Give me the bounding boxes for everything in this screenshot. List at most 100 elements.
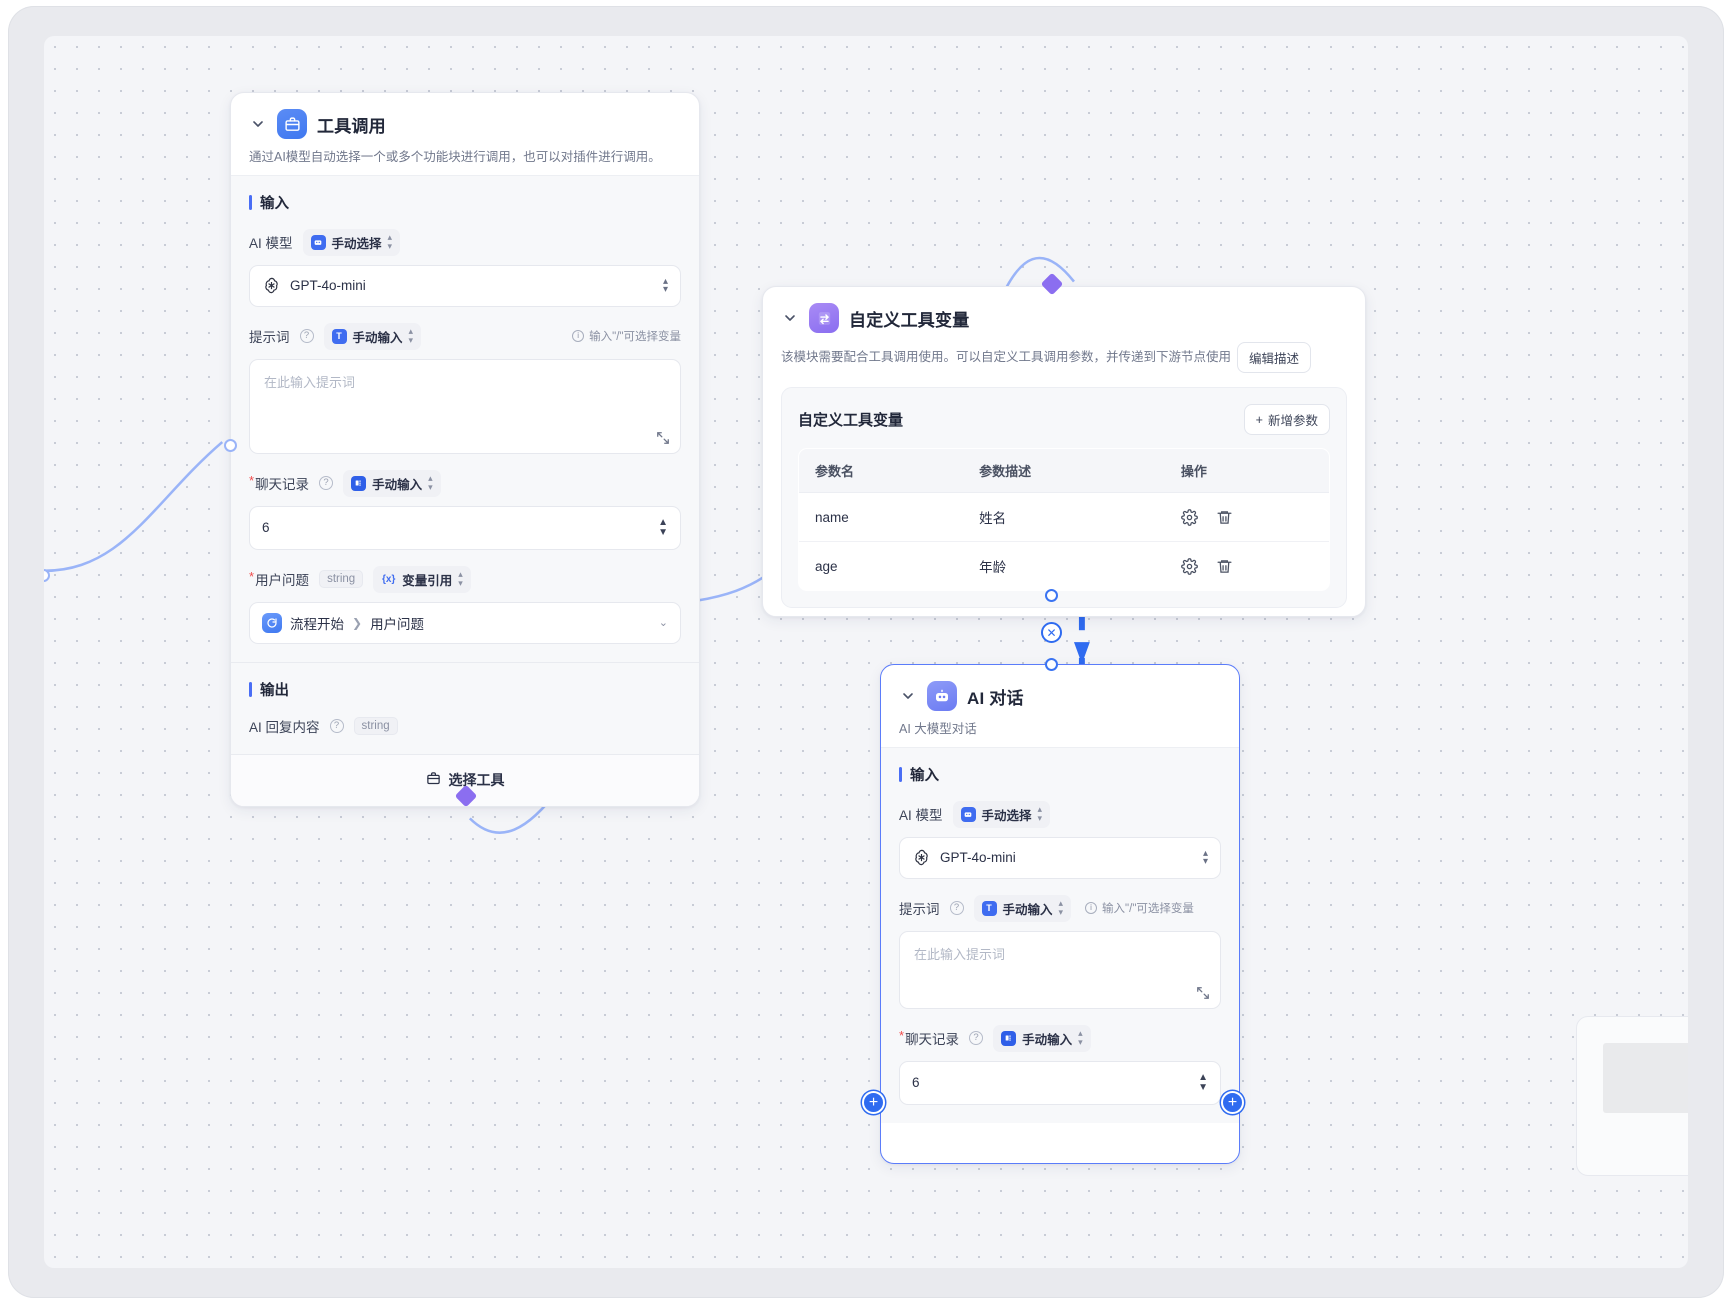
trash-icon[interactable] xyxy=(1216,558,1233,575)
stepper-arrows[interactable]: ▲ ▼ xyxy=(658,516,668,538)
prompt-mode-value: 手动输入 xyxy=(1002,902,1053,917)
expand-icon[interactable] xyxy=(1196,986,1210,1000)
help-icon[interactable]: ? xyxy=(329,718,344,733)
side-panel-collapsed[interactable] xyxy=(1576,1016,1688,1176)
output-field-type: string xyxy=(353,716,398,735)
stepper-up-icon[interactable]: ▲ xyxy=(658,516,668,528)
chevron-down-icon[interactable]: ⌄ xyxy=(658,617,668,630)
chevron-updown-icon[interactable]: ▴▾ xyxy=(662,275,668,295)
edit-description-button[interactable]: 编辑描述 xyxy=(1237,342,1312,373)
param-desc-cell: 姓名 xyxy=(963,492,1165,542)
prompt-textarea[interactable]: 在此输入提示词 xyxy=(899,930,1221,1009)
briefcase-small-icon xyxy=(426,771,441,789)
user-question-reference-select[interactable]: 流程开始 ❯ 用户问题 ⌄ xyxy=(249,601,681,644)
add-node-left-handle[interactable]: + xyxy=(862,1091,885,1114)
robot-mini-icon xyxy=(310,234,326,250)
gear-icon[interactable] xyxy=(1181,508,1198,526)
add-parameter-label: 新增参数 xyxy=(1267,414,1318,428)
collapse-chevron-icon[interactable] xyxy=(899,687,917,705)
table-row[interactable]: name 姓名 xyxy=(799,492,1329,542)
window-frame: 工具调用 通过AI模型自动选择一个或多个功能块进行调用，也可以对插件进行调用。 … xyxy=(8,6,1724,1298)
node-output-port-tool-variables[interactable] xyxy=(1045,589,1058,602)
chevron-updown-icon: ▴▾ xyxy=(428,473,433,493)
chat-record-stepper[interactable]: 6 ▲ ▼ xyxy=(249,505,681,550)
help-icon[interactable]: ? xyxy=(319,476,334,491)
ai-model-mode-value: 手动选择 xyxy=(331,236,382,251)
add-node-right-handle[interactable]: + xyxy=(1221,1091,1244,1114)
chat-record-mode-select[interactable]: 手动输入 ▴▾ xyxy=(993,1024,1091,1052)
param-actions-cell xyxy=(1165,542,1329,591)
user-question-mode-value: 变量引用 xyxy=(402,573,453,588)
delete-connection-button[interactable]: ✕ xyxy=(1041,622,1062,643)
node-title: AI 对话 xyxy=(967,688,1024,708)
node-title: 工具调用 xyxy=(317,116,386,136)
input-section: 输入 AI 模型 手动选择 ▴▾ xyxy=(881,746,1239,1123)
node-input-port-ai-chat[interactable] xyxy=(1045,658,1058,671)
collapse-chevron-icon[interactable] xyxy=(249,115,267,133)
output-section: 输出 AI 回复内容 ? string xyxy=(231,661,699,754)
ai-model-value: GPT-4o-mini xyxy=(290,278,366,294)
trash-icon[interactable] xyxy=(1216,509,1233,526)
field-chat-record: 聊天记录 ? 手动输入 ▴▾ 6 ▲ xyxy=(899,1024,1221,1105)
help-icon[interactable]: ? xyxy=(949,901,964,916)
add-parameter-button[interactable]: + 新增参数 xyxy=(1243,404,1330,435)
ai-model-mode-select[interactable]: 手动选择 ▴▾ xyxy=(952,800,1051,828)
prompt-hint-text: 输入"/"可选择变量 xyxy=(589,331,681,344)
table-row[interactable]: age 年龄 xyxy=(799,542,1329,591)
prompt-textarea[interactable]: 在此输入提示词 xyxy=(249,358,681,454)
node-description-text: 该模块需要配合工具调用使用。可以自定义工具调用参数，并传递到下游节点使用 xyxy=(781,350,1232,365)
output-section-title: 输出 xyxy=(249,679,681,700)
node-description: 通过AI模型自动选择一个或多个功能块进行调用，也可以对插件进行调用。 xyxy=(249,150,661,164)
chevron-updown-icon: ▴▾ xyxy=(1078,1028,1083,1048)
prompt-mode-select[interactable]: T 手动输入 ▴▾ xyxy=(323,322,422,350)
help-icon[interactable]: ? xyxy=(299,329,314,344)
node-header: AI 对话 AI 大模型对话 xyxy=(881,665,1239,747)
openai-icon xyxy=(912,848,931,867)
ai-model-select[interactable]: GPT-4o-mini ▴▾ xyxy=(249,264,681,307)
variable-mini-icon: {x} xyxy=(382,573,396,585)
prompt-label: 提示词 xyxy=(249,330,290,346)
stepper-up-icon[interactable]: ▲ xyxy=(1198,1071,1208,1083)
side-panel-placeholder xyxy=(1603,1043,1688,1113)
prompt-mode-select[interactable]: T 手动输入 ▴▾ xyxy=(973,894,1072,922)
record-mini-icon xyxy=(351,475,367,491)
help-icon[interactable]: ? xyxy=(969,1031,984,1046)
column-param-name: 参数名 xyxy=(799,449,964,493)
table-header-row: 参数名 参数描述 操作 xyxy=(799,449,1329,493)
parameters-table: 参数名 参数描述 操作 name 姓名 xyxy=(798,448,1330,591)
node-ai-chat[interactable]: AI 对话 AI 大模型对话 输入 AI 模型 xyxy=(880,664,1240,1164)
chat-record-label: 聊天记录 xyxy=(899,1028,959,1048)
workflow-canvas[interactable]: 工具调用 通过AI模型自动选择一个或多个功能块进行调用，也可以对插件进行调用。 … xyxy=(44,36,1688,1268)
param-name-cell: age xyxy=(815,558,838,574)
input-section: 输入 AI 模型 手动选择 ▴▾ xyxy=(231,174,699,662)
wire-endpoint-left[interactable] xyxy=(44,569,50,582)
collapse-chevron-icon[interactable] xyxy=(781,309,799,327)
chat-record-stepper[interactable]: 6 ▲ ▼ xyxy=(899,1060,1221,1105)
stepper-down-icon[interactable]: ▼ xyxy=(1198,1081,1208,1093)
param-desc-cell: 年龄 xyxy=(979,560,1007,575)
node-input-port-tool-call[interactable] xyxy=(224,439,237,452)
text-mini-icon: T xyxy=(981,900,997,916)
prompt-hint: i 输入"/"可选择变量 xyxy=(1085,900,1194,916)
robot-icon xyxy=(927,681,957,711)
stepper-arrows[interactable]: ▲ ▼ xyxy=(1198,1071,1208,1093)
reference-node-name: 流程开始 xyxy=(290,616,344,632)
chat-record-mode-select[interactable]: 手动输入 ▴▾ xyxy=(343,469,441,497)
node-description: AI 大模型对话 xyxy=(899,722,977,736)
user-question-mode-select[interactable]: {x} 变量引用 ▴▾ xyxy=(373,565,471,593)
chevron-updown-icon[interactable]: ▴▾ xyxy=(1202,847,1208,867)
node-tool-variables[interactable]: 自定义工具变量 该模块需要配合工具调用使用。可以自定义工具调用参数，并传递到下游… xyxy=(762,286,1366,617)
chevron-updown-icon: ▴▾ xyxy=(458,569,463,589)
chat-record-label: 聊天记录 xyxy=(249,473,309,493)
node-tool-call[interactable]: 工具调用 通过AI模型自动选择一个或多个功能块进行调用，也可以对插件进行调用。 … xyxy=(230,92,700,807)
plus-icon: + xyxy=(1255,412,1263,427)
ai-model-mode-select[interactable]: 手动选择 ▴▾ xyxy=(302,228,401,256)
gear-icon[interactable] xyxy=(1181,557,1198,575)
breadcrumb-separator-icon: ❯ xyxy=(352,615,363,630)
stepper-down-icon[interactable]: ▼ xyxy=(658,526,668,538)
select-tool-label: 选择工具 xyxy=(448,772,505,789)
ai-model-select[interactable]: GPT-4o-mini ▴▾ xyxy=(899,836,1221,879)
expand-icon[interactable] xyxy=(656,431,670,445)
ai-model-mode-value: 手动选择 xyxy=(981,808,1032,823)
